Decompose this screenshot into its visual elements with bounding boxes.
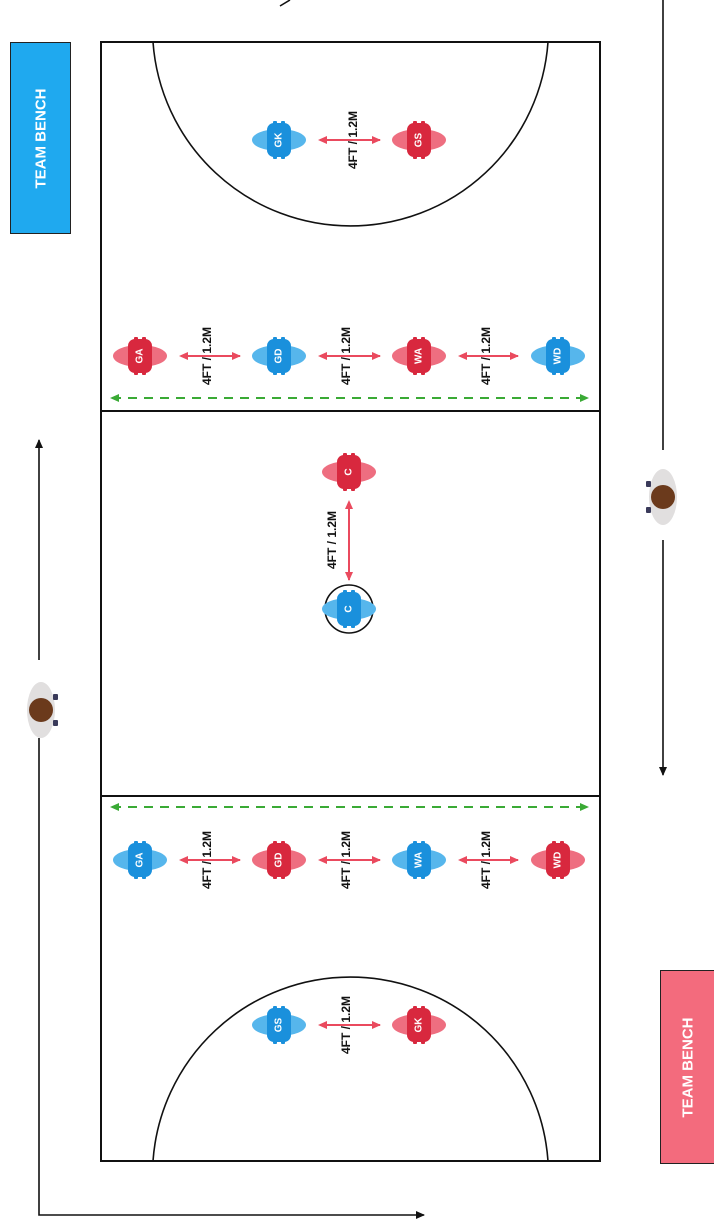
player-position-label: GS [414, 132, 425, 147]
distance-label: 4FT / 1.2M [479, 327, 493, 385]
player-position-label: C [344, 605, 355, 612]
player-blue-gd: GD [252, 337, 306, 375]
player-position-label: WA [414, 852, 425, 868]
player-red-wd: WD [531, 841, 585, 879]
distance-label: 4FT / 1.2M [339, 327, 353, 385]
player-position-label: GK [274, 132, 285, 148]
umpire-path-right-top-arrow [279, 0, 291, 7]
player-blue-c: C [322, 590, 376, 628]
court-boundary [100, 41, 601, 1162]
player-position-label: WA [414, 348, 425, 364]
player-red-ga: GA [113, 337, 167, 375]
goal-circle-bottom [152, 976, 549, 1162]
player-position-label: GA [135, 349, 146, 364]
distance-label: 4FT / 1.2M [339, 996, 353, 1054]
player-position-label: WD [553, 852, 564, 869]
distance-labels: 4FT / 1.2M 4FT / 1.2M 4FT / 1.2M 4FT / 1.2M… [200, 111, 493, 1054]
player-red-wa: WA [392, 337, 446, 375]
team-bench-red: TEAM BENCH [660, 970, 714, 1164]
goal-circle-top [152, 41, 549, 227]
player-red-gk: GK [392, 1006, 446, 1044]
distance-label: 4FT / 1.2M [479, 831, 493, 889]
player-position-label: GA [135, 853, 146, 868]
player-red-gd: GD [252, 841, 306, 879]
distance-label: 4FT / 1.2M [200, 327, 214, 385]
distance-label: 4FT / 1.2M [200, 831, 214, 889]
team-bench-blue: TEAM BENCH [10, 42, 71, 234]
player-position-label: GD [274, 349, 285, 364]
players: GK GS GA GD WA WD C C GA GD WA WD GS GK [113, 121, 585, 1044]
player-blue-wd: WD [531, 337, 585, 375]
player-red-c: C [322, 453, 376, 491]
player-position-label: GK [414, 1017, 425, 1033]
player-position-label: WD [553, 348, 564, 365]
distance-label: 4FT / 1.2M [325, 511, 339, 569]
umpire-icon [646, 469, 677, 525]
umpire-icon [27, 682, 58, 738]
umpire-path-left-lower [38, 738, 425, 1219]
player-blue-gs: GS [252, 1006, 306, 1044]
distance-label: 4FT / 1.2M [346, 111, 360, 169]
player-blue-gk: GK [252, 121, 306, 159]
player-red-gs: GS [392, 121, 446, 159]
distance-label: 4FT / 1.2M [339, 831, 353, 889]
distance-arrows [179, 136, 519, 1029]
player-blue-wa: WA [392, 841, 446, 879]
player-position-label: C [344, 468, 355, 475]
player-blue-ga: GA [113, 841, 167, 879]
player-position-label: GD [274, 853, 285, 868]
player-position-label: GS [274, 1017, 285, 1032]
